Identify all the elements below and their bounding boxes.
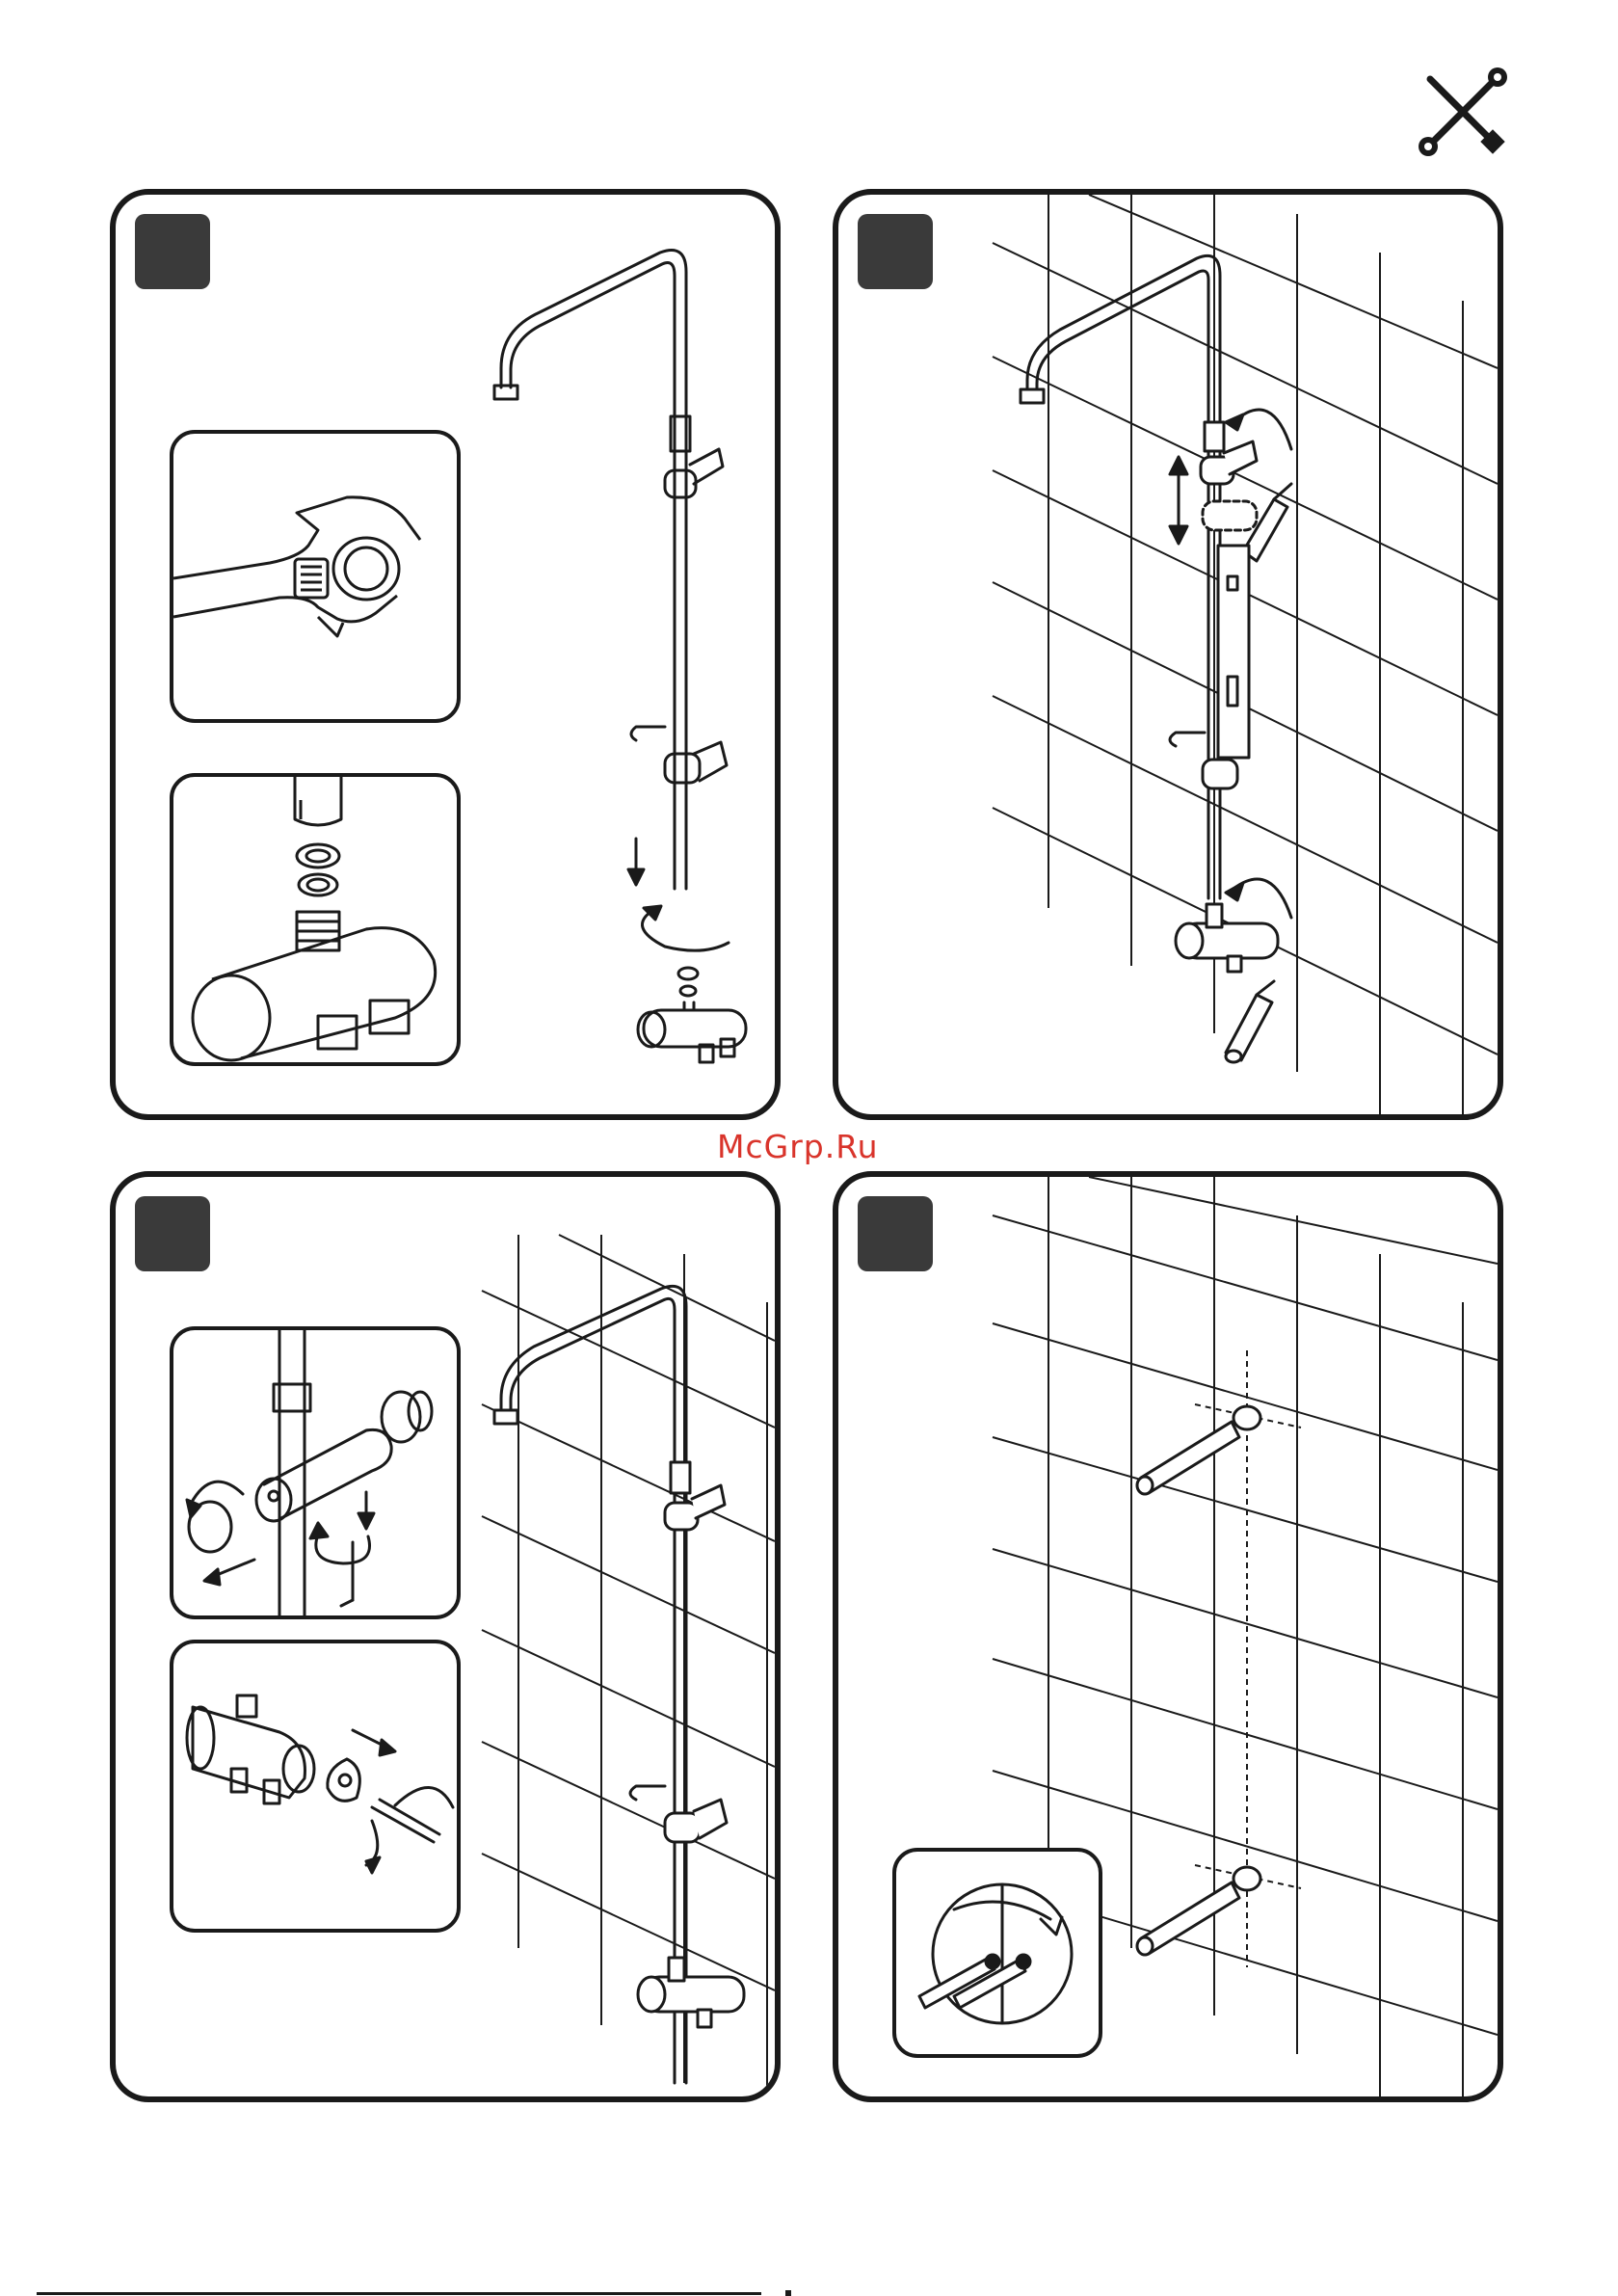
- inset-washer-filter: [170, 773, 461, 1066]
- step-panel-3: [110, 1171, 781, 2102]
- footer-rule: [37, 2292, 761, 2295]
- step-panel-2: [833, 189, 1503, 1120]
- handle-removal-icon: [173, 1330, 457, 1615]
- wrench-screwdriver-icon: [1417, 66, 1509, 158]
- wall-plug-icon: [896, 1852, 1099, 2054]
- step-panel-4: [833, 1171, 1503, 2102]
- inset-cartridge-screwdriver: [170, 1640, 461, 1933]
- adjustable-wrench-icon: [173, 434, 457, 719]
- shower-column-on-wall-illustration: [116, 1177, 775, 2096]
- connector-with-washers-icon: [173, 777, 457, 1062]
- cartridge-removal-icon: [173, 1643, 457, 1929]
- step-panel-1: [110, 189, 781, 1120]
- shower-column-mounted-illustration: [838, 195, 1498, 1114]
- footer-mark: [785, 2290, 791, 2296]
- inset-wrench: [170, 430, 461, 723]
- inset-handle-allen-key: [170, 1326, 461, 1619]
- inset-wall-plug-detail: [892, 1848, 1102, 2058]
- watermark-text: McGrp.Ru: [717, 1128, 879, 1165]
